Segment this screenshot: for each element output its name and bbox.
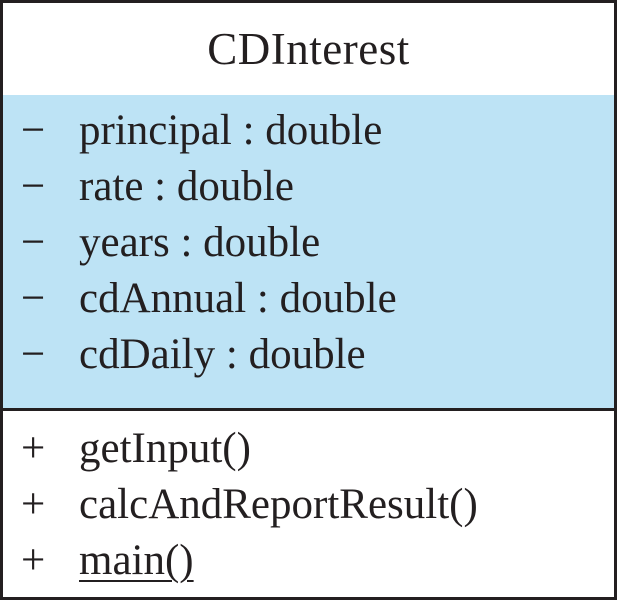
public-visibility-marker: + (21, 537, 46, 584)
private-visibility-marker: − (21, 331, 46, 378)
attribute-text: cdDaily : double (79, 331, 366, 378)
attribute-text: principal : double (79, 107, 383, 154)
operation-get-input: + getInput() (21, 423, 251, 475)
operations-compartment: + getInput() + calcAndReportResult() + main… (3, 411, 614, 597)
operation-text: getInput() (79, 425, 251, 472)
attribute-text: years : double (79, 219, 321, 266)
attributes-compartment: −principal : double −rate : double −year… (3, 95, 614, 411)
attribute-text: cdAnnual : double (79, 275, 397, 322)
operation-calc-and-report-result: + calcAndReportResult() (21, 479, 478, 531)
operation-main-static: + main() (21, 535, 194, 587)
attribute-cd-annual: −cdAnnual : double (21, 273, 397, 325)
class-name-compartment: CDInterest (3, 3, 614, 98)
attribute-text: rate : double (79, 163, 294, 210)
private-visibility-marker: − (21, 163, 46, 210)
public-visibility-marker: + (21, 425, 46, 472)
operation-text: calcAndReportResult() (79, 481, 478, 528)
attribute-principal: −principal : double (21, 105, 382, 157)
operation-text: main() (79, 537, 194, 584)
class-name: CDInterest (207, 24, 410, 74)
attribute-rate: −rate : double (21, 161, 294, 213)
private-visibility-marker: − (21, 275, 46, 322)
public-visibility-marker: + (21, 481, 46, 528)
private-visibility-marker: − (21, 107, 46, 154)
attribute-years: −years : double (21, 217, 320, 269)
private-visibility-marker: − (21, 219, 46, 266)
attribute-cd-daily: −cdDaily : double (21, 329, 366, 381)
